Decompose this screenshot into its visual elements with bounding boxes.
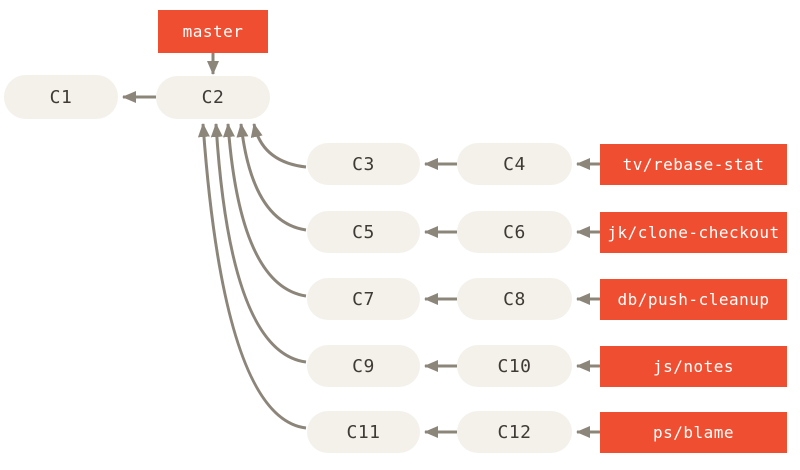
edge-c11-to-c2 (197, 123, 307, 430)
commit-node-c6: C6 (457, 211, 572, 253)
commit-node-c1: C1 (4, 75, 118, 119)
branch-label-jk-clone-checkout: jk/clone-checkout (600, 212, 787, 253)
commit-node-c3: C3 (307, 143, 420, 185)
commit-node-c10: C10 (457, 345, 572, 387)
commit-node-c9: C9 (307, 345, 420, 387)
branch-label-js-notes: js/notes (600, 346, 787, 387)
edge-c3-to-c2 (250, 123, 307, 169)
branch-label-ps-blame: ps/blame (600, 412, 787, 453)
commit-node-c8: C8 (457, 278, 572, 320)
edge-c5-to-c2 (236, 123, 307, 232)
commit-node-c5: C5 (307, 211, 420, 253)
commit-node-c11: C11 (307, 411, 420, 453)
edge-c9-to-c2 (210, 123, 307, 364)
commit-node-c12: C12 (457, 411, 572, 453)
commit-node-c4: C4 (457, 143, 572, 185)
branch-label-master: master (158, 10, 268, 53)
edge-c7-to-c2 (222, 123, 307, 298)
commit-node-c2: C2 (156, 76, 270, 119)
branch-label-db-push-cleanup: db/push-cleanup (600, 279, 787, 320)
commit-node-c7: C7 (307, 278, 420, 320)
branch-label-tv-rebase-stat: tv/rebase-stat (600, 144, 787, 185)
